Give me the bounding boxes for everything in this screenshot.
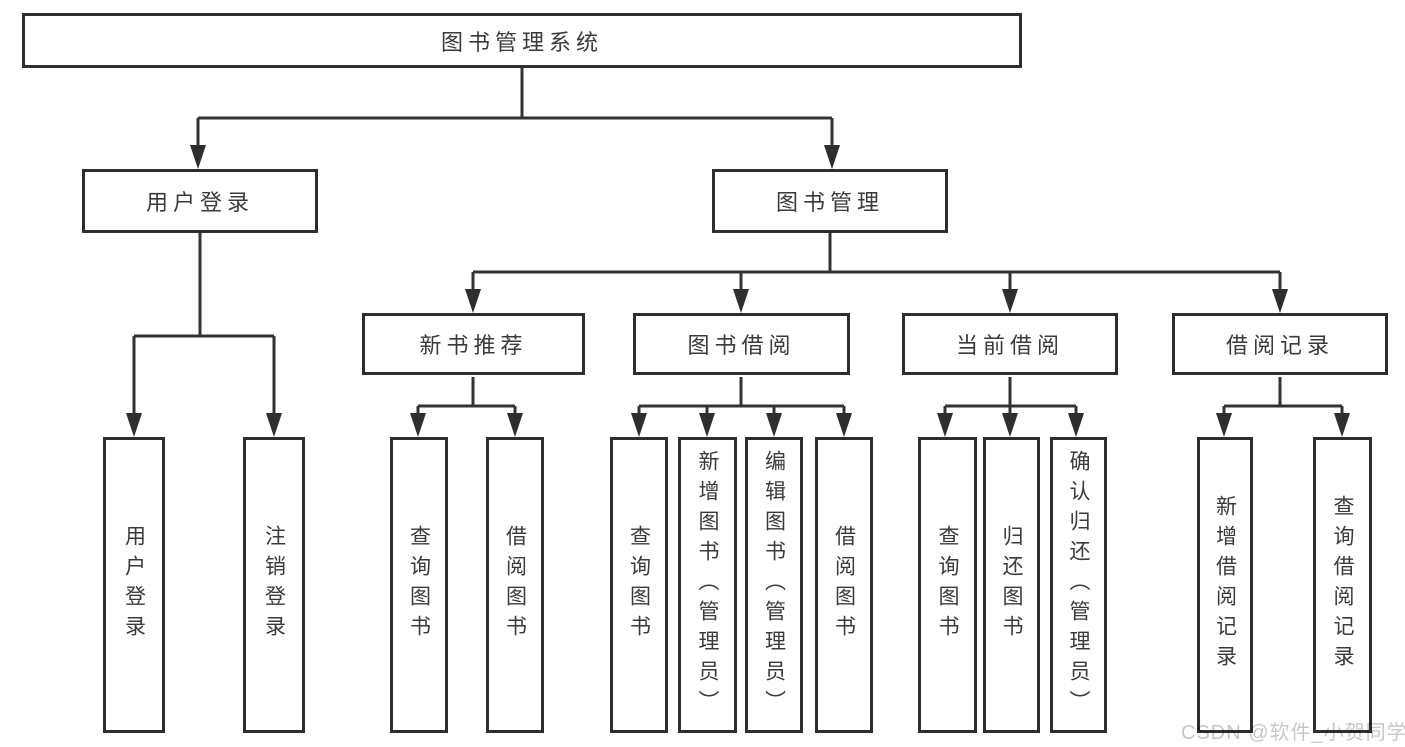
connector-book-borrow-to-leaves — [637, 377, 846, 415]
arrowheads-current-borrow — [937, 413, 1084, 437]
csdn-watermark: CSDN @软件_小贺同学 — [1181, 722, 1405, 744]
leaf-add-books-admin: 新增图书（管理员） — [678, 437, 737, 733]
leaf-add-books-admin-label: 新增图书（管理员） — [696, 450, 719, 720]
leaf-return-books: 归还图书 — [983, 437, 1040, 733]
node-current-borrow: 当前借阅 — [902, 313, 1118, 375]
leaf-query-books-recommend-label: 查询图书 — [407, 525, 431, 645]
leaf-user-login-label: 用户登录 — [122, 525, 146, 645]
leaf-confirm-return-admin-label: 确认归还（管理员） — [1067, 450, 1090, 720]
leaf-borrow-books-recommend-label: 借阅图书 — [503, 525, 527, 645]
leaf-query-books-current: 查询图书 — [918, 437, 977, 733]
node-book-borrow: 图书借阅 — [633, 313, 850, 375]
leaf-add-borrow-record: 新增借阅记录 — [1197, 437, 1253, 733]
leaf-query-books-current-label: 查询图书 — [936, 525, 959, 645]
leaf-borrow-books-recommend: 借阅图书 — [486, 437, 544, 733]
leaf-borrow-books-label: 借阅图书 — [832, 525, 856, 645]
node-new-book-recommend: 新书推荐 — [362, 313, 585, 375]
leaf-query-books-recommend: 查询图书 — [390, 437, 448, 733]
connector-borrow-records-to-leaves — [1222, 377, 1344, 415]
connector-current-borrow-to-leaves — [943, 377, 1078, 415]
leaf-query-borrow-record: 查询借阅记录 — [1313, 437, 1372, 733]
connector-book-management-to-level2 — [471, 233, 1282, 291]
leaf-edit-books-admin: 编辑图书（管理员） — [745, 437, 803, 733]
node-user-login: 用户登录 — [82, 169, 318, 233]
arrowheads-root-to-level1 — [190, 145, 840, 169]
leaf-return-books-label: 归还图书 — [1000, 525, 1023, 645]
arrowheads-new-book-recommend — [410, 413, 523, 437]
leaf-query-books-borrow-label: 查询图书 — [627, 525, 651, 645]
leaf-logout-label: 注销登录 — [262, 525, 286, 645]
leaf-query-books-borrow: 查询图书 — [610, 437, 668, 733]
arrowheads-book-management — [465, 289, 1288, 313]
leaf-borrow-books: 借阅图书 — [815, 437, 873, 733]
node-book-management: 图书管理 — [712, 169, 948, 233]
node-root-library-management-system: 图书管理系统 — [22, 13, 1022, 68]
leaf-query-borrow-record-label: 查询借阅记录 — [1331, 495, 1354, 675]
leaf-edit-books-admin-label: 编辑图书（管理员） — [762, 450, 786, 720]
arrowheads-borrow-records — [1216, 413, 1350, 437]
connector-new-book-recommend-to-leaves — [416, 377, 517, 415]
arrowheads-user-login — [126, 413, 282, 437]
leaf-user-login: 用户登录 — [103, 437, 165, 733]
arrowheads-book-borrow — [631, 413, 852, 437]
leaf-logout: 注销登录 — [243, 437, 305, 733]
connector-user-login-to-leaves — [132, 233, 276, 415]
connector-root-to-level1 — [196, 68, 834, 148]
leaf-add-borrow-record-label: 新增借阅记录 — [1213, 495, 1237, 675]
leaf-confirm-return-admin: 确认归还（管理员） — [1050, 437, 1107, 733]
node-borrow-records: 借阅记录 — [1172, 313, 1388, 375]
